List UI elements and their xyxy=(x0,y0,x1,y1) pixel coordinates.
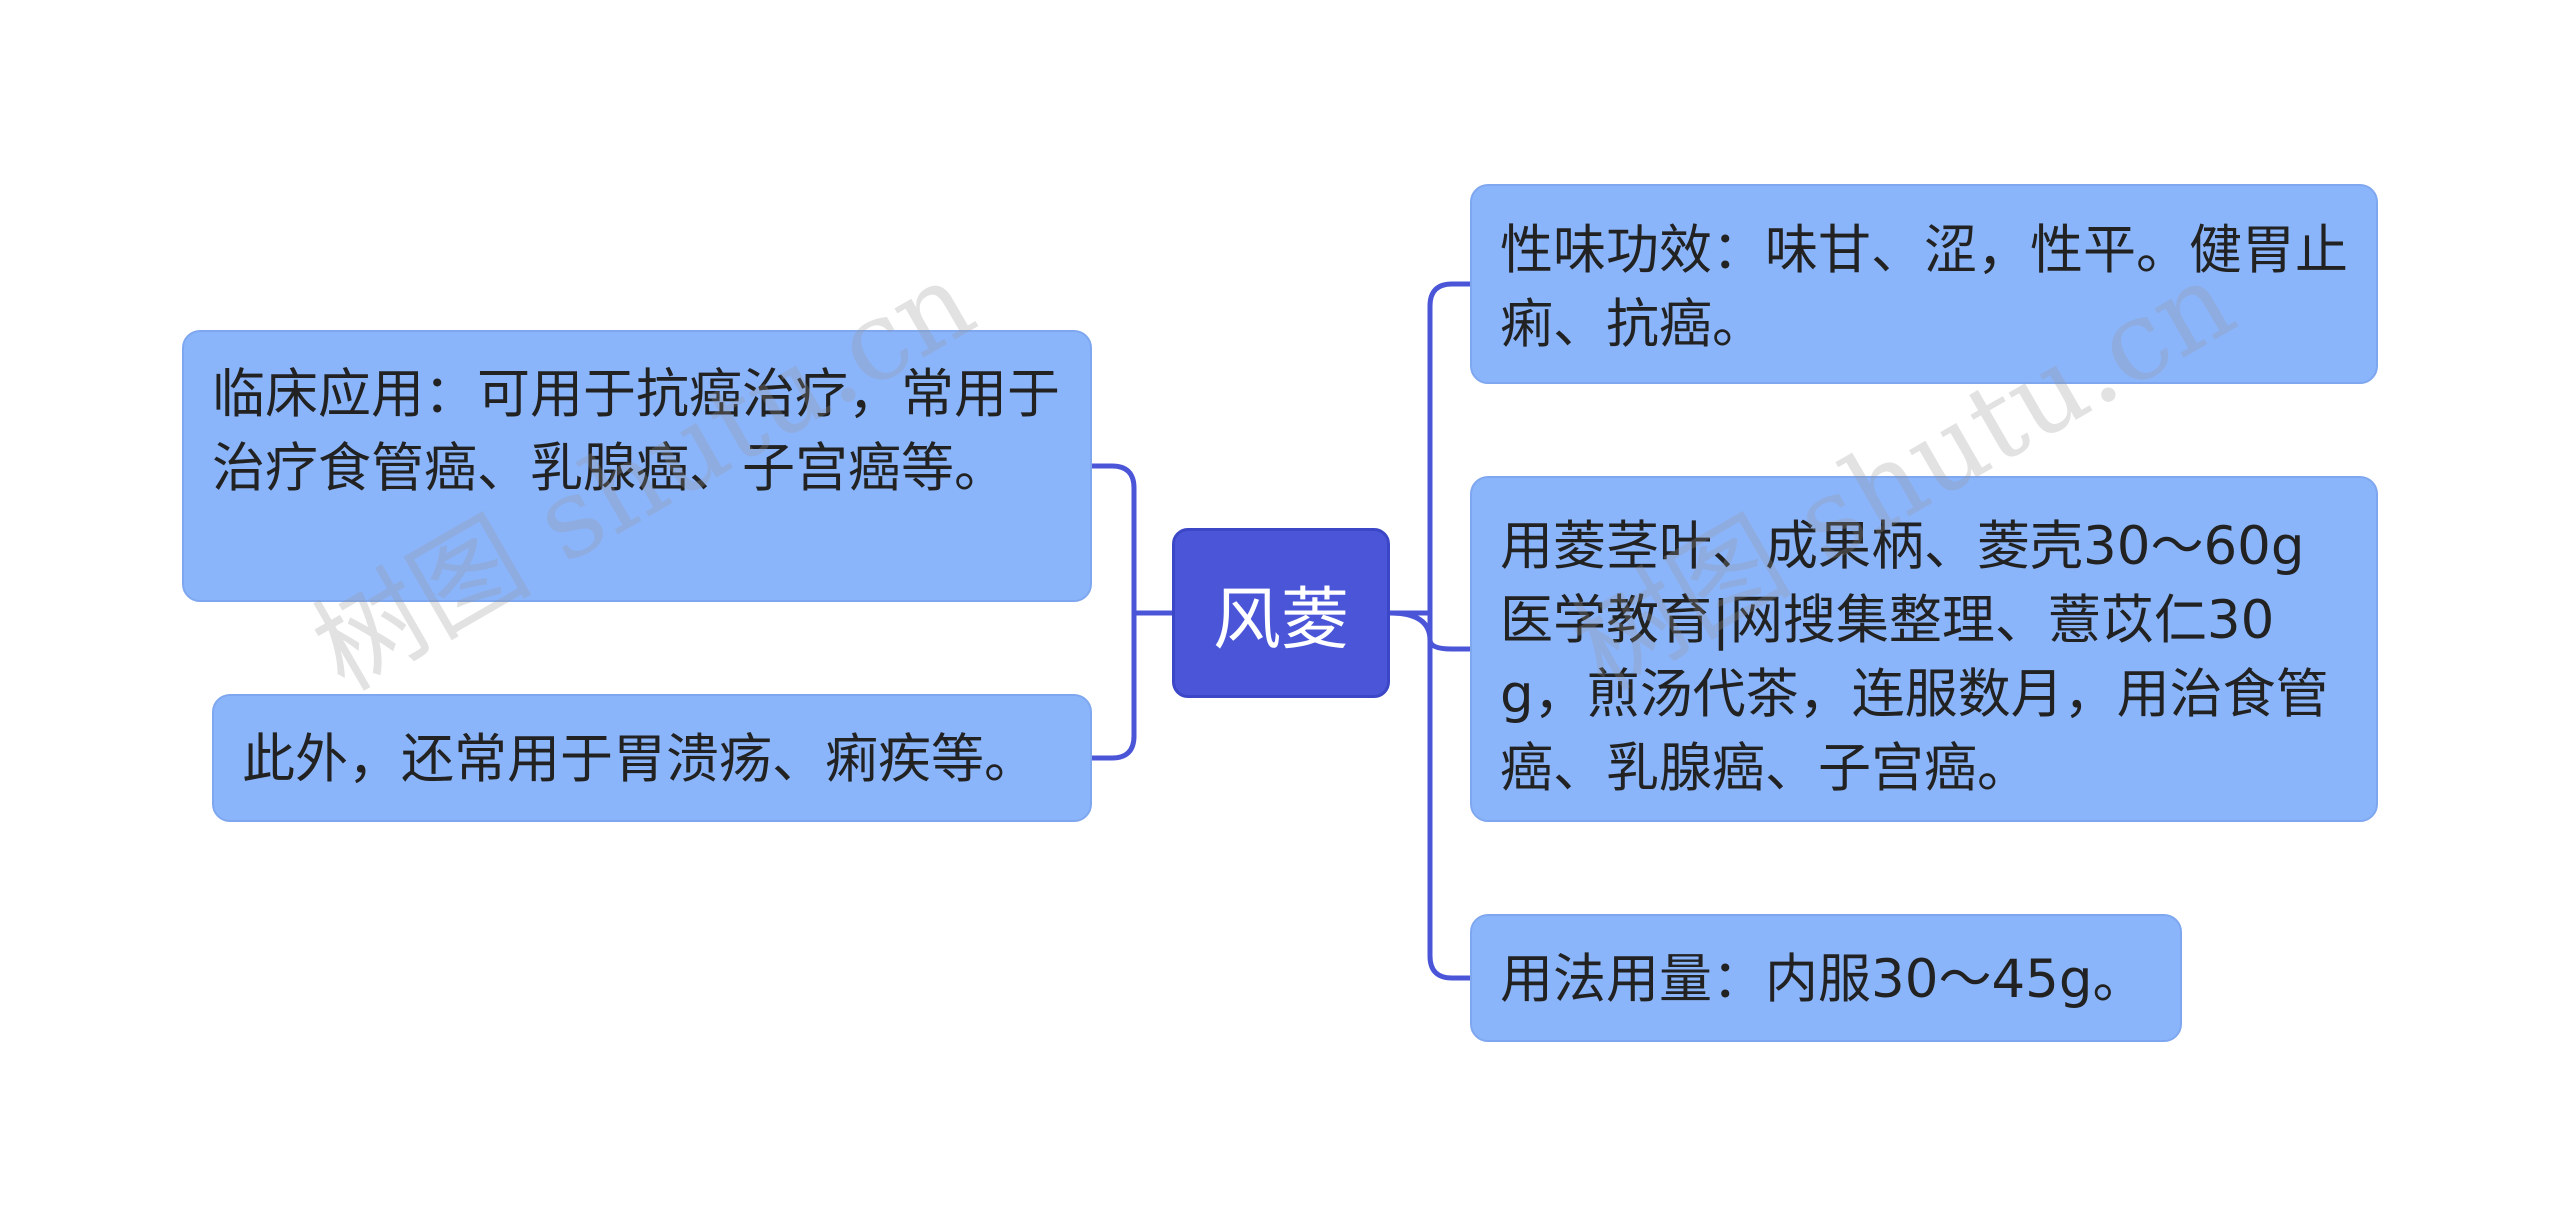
branch-clinical-use[interactable]: 临床应用：可用于抗癌治疗，常用于治疗食管癌、乳腺癌、子宫癌等。 xyxy=(182,330,1092,602)
branch-properties[interactable]: 性味功效：味甘、涩，性平。健胃止痢、抗癌。 xyxy=(1470,184,2378,384)
central-topic[interactable]: 风菱 xyxy=(1172,528,1390,698)
connector-left-trunk xyxy=(1092,463,1137,761)
branch-dosage[interactable]: 用法用量：内服30～45g。 xyxy=(1470,914,2182,1042)
branch-other-uses[interactable]: 此外，还常用于胃溃疡、痢疾等。 xyxy=(212,694,1092,822)
connector-right-trunk xyxy=(1427,281,1470,981)
connector-right-middle xyxy=(1389,610,1470,652)
branch-prescription[interactable]: 用菱茎叶、成果柄、菱壳30～60g医学教育|网搜集整理、薏苡仁30g，煎汤代茶，… xyxy=(1470,476,2378,822)
central-topic-label: 风菱 xyxy=(1212,580,1349,660)
